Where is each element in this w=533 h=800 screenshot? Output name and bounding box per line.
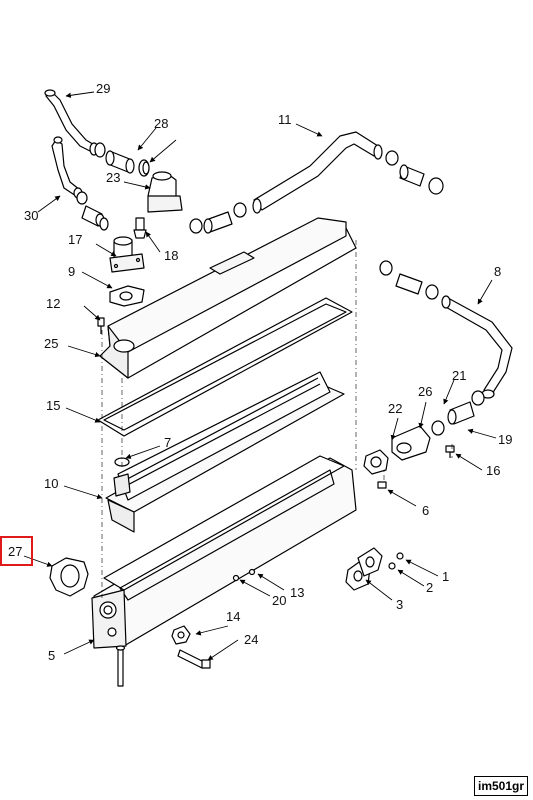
part-17-flange-pipe [109, 236, 145, 273]
part-16-screw [445, 445, 455, 458]
part-15-gasket [97, 297, 353, 437]
label-9: 9 [68, 264, 75, 279]
part-1-bolt [388, 552, 404, 570]
label-13: 13 [290, 585, 304, 600]
label-7: 7 [164, 435, 171, 450]
label-30: 30 [24, 208, 38, 223]
label-20: 20 [272, 593, 286, 608]
part-10-cooler [105, 371, 345, 533]
part-21-19-hose [431, 390, 485, 436]
hose-lower-left [81, 205, 109, 231]
label-1: 1 [442, 569, 449, 584]
part-26-elbow [391, 425, 431, 461]
label-26: 26 [418, 384, 432, 399]
label-12: 12 [46, 296, 60, 311]
label-25: 25 [44, 336, 58, 351]
label-27: 27 [8, 544, 22, 559]
long-bolt [115, 645, 126, 687]
label-8: 8 [494, 264, 501, 279]
label-15: 15 [46, 398, 60, 413]
part-5-housing [91, 455, 357, 649]
hose-clamp-upper-left [76, 142, 106, 205]
part-6-screw [377, 481, 387, 489]
part-23-elbow [147, 171, 183, 213]
part-13-bolt [248, 568, 256, 576]
leader-lines [23, 91, 497, 661]
label-11: 11 [278, 112, 292, 127]
label-19: 19 [498, 432, 512, 447]
part-20-bolt [232, 574, 240, 582]
label-28: 28 [154, 116, 168, 131]
part-11-tube [252, 131, 383, 214]
part-30-tube [51, 136, 83, 199]
label-6: 6 [422, 503, 429, 518]
label-18: 18 [164, 248, 178, 263]
part-2-seal [357, 547, 383, 577]
part-28-hose [105, 150, 135, 174]
part-14-nut [171, 625, 191, 645]
label-29: 29 [96, 81, 110, 96]
part-27-gasket [49, 557, 89, 597]
part-22-gasket [363, 449, 389, 475]
label-16: 16 [486, 463, 500, 478]
image-code-label: im501gr [474, 776, 528, 796]
alignment-lines [101, 240, 453, 598]
part-24-bolt [177, 649, 211, 669]
hose-group-11 [189, 150, 444, 234]
label-10: 10 [44, 476, 58, 491]
part-12-bolt [97, 317, 105, 334]
label-5: 5 [48, 648, 55, 663]
part-18-fitting [133, 217, 147, 239]
part-25-cover [99, 217, 357, 379]
part-labels: 29 28 23 30 17 18 9 12 25 15 7 10 27 5 1… [8, 81, 512, 663]
part-31-clamp [138, 159, 150, 177]
label-17: 17 [68, 232, 82, 247]
label-24: 24 [244, 632, 258, 647]
label-23: 23 [106, 170, 120, 185]
label-22: 22 [388, 401, 402, 416]
label-2: 2 [426, 580, 433, 595]
label-14: 14 [226, 609, 240, 624]
label-21: 21 [452, 368, 466, 383]
part-9-gasket [109, 285, 145, 307]
label-3: 3 [396, 597, 403, 612]
hose-group-8 [379, 260, 439, 300]
